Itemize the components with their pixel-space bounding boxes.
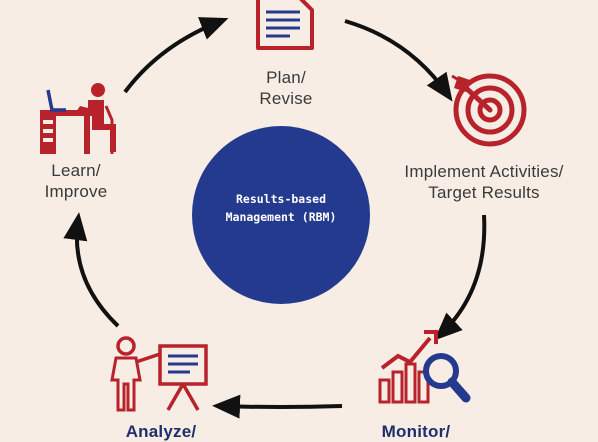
stage-learn-label: Learn/ Improve	[33, 160, 119, 202]
document-icon	[256, 0, 314, 50]
stage-analyze-line1: Analyze/	[125, 422, 197, 441]
stage-analyze-label: Analyze/	[116, 421, 206, 442]
stage-plan-label: Plan/ Revise	[245, 67, 327, 109]
arrow-implement-to-monitor	[434, 214, 487, 341]
stage-learn-line2: Improve	[44, 182, 108, 201]
arrow-analyze-to-learn	[63, 212, 120, 328]
center-title-line2: Management (RBM)	[225, 210, 337, 224]
chart-magnifier-icon	[378, 330, 471, 404]
stage-plan-line1: Plan/	[266, 68, 306, 87]
center-title: Results-based Management (RBM)	[192, 190, 370, 226]
center-title-line1: Results-based	[235, 192, 326, 206]
stage-learn-line1: Learn/	[51, 161, 101, 180]
arrow-monitor-to-analyze	[212, 394, 343, 419]
presenter-board-icon	[110, 336, 208, 412]
arrow-plan-to-implement	[344, 19, 453, 102]
stage-implement-line1: Implement Activities/	[404, 162, 564, 181]
stage-monitor-label: Monitor/	[368, 421, 464, 442]
target-arrow-icon	[451, 73, 527, 147]
arrow-learn-to-plan	[123, 17, 229, 94]
center-circle	[192, 126, 370, 304]
stage-implement-line2: Target Results	[428, 183, 540, 202]
person-at-desk-icon	[40, 83, 116, 154]
stage-monitor-line1: Monitor/	[381, 422, 451, 441]
stage-implement-label: Implement Activities/ Target Results	[385, 161, 583, 203]
stage-plan-line2: Revise	[259, 89, 313, 108]
